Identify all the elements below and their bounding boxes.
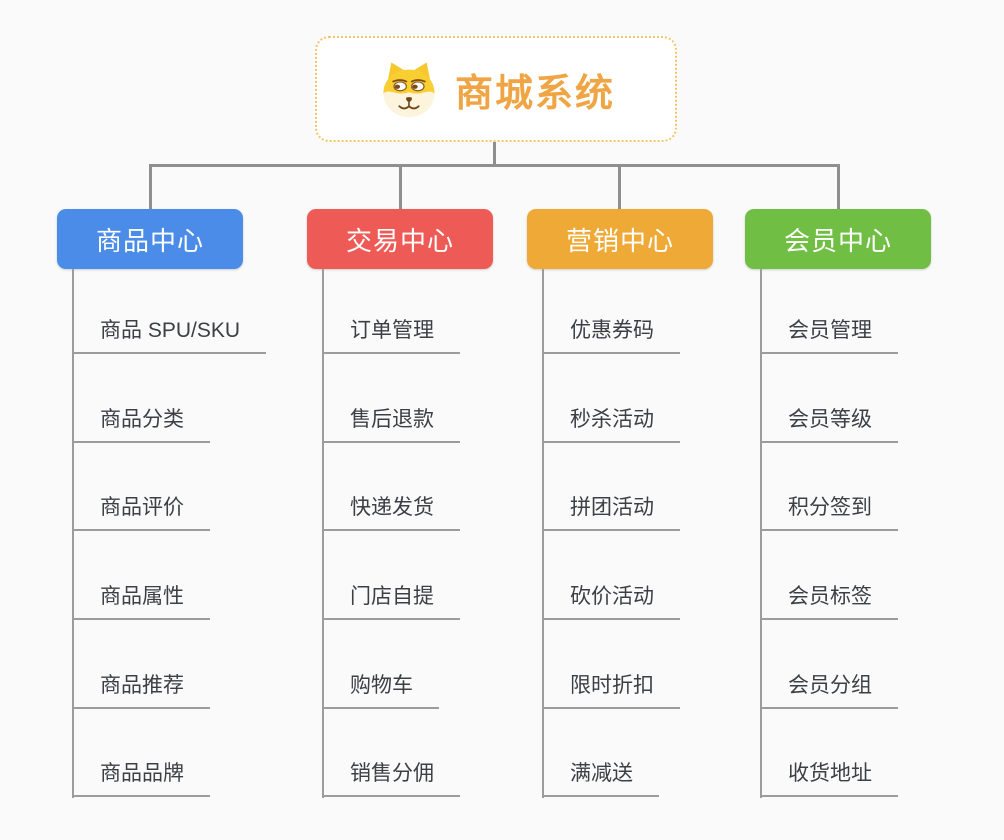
leaf-node[interactable]: 购物车	[322, 663, 439, 709]
leaf-node[interactable]: 售后退款	[322, 397, 460, 443]
branch-label: 会员中心	[783, 225, 892, 256]
branch-connector-line	[837, 164, 840, 210]
root-node-mall-system[interactable]: 商城系统	[315, 36, 677, 142]
branch-label: 商品中心	[95, 225, 204, 256]
branch-label: 交易中心	[345, 225, 454, 256]
leaf-node[interactable]: 商品品牌	[72, 751, 210, 797]
leaf-column-marketing: 优惠券码 秒杀活动 拼团活动 砍价活动 限时折扣 满减送	[542, 269, 802, 800]
branch-connector-line	[149, 164, 152, 210]
leaf-node[interactable]: 会员等级	[760, 397, 898, 443]
leaf-node[interactable]: 快递发货	[322, 485, 460, 531]
leaf-node[interactable]: 会员分组	[760, 663, 898, 709]
leaf-node[interactable]: 商品分类	[72, 397, 210, 443]
leaf-node[interactable]: 商品推荐	[72, 663, 210, 709]
leaf-node[interactable]: 会员标签	[760, 574, 898, 620]
leaf-node[interactable]: 满减送	[542, 751, 659, 797]
leaf-node[interactable]: 门店自提	[322, 574, 460, 620]
leaf-node[interactable]: 订单管理	[322, 308, 460, 354]
root-connector-line	[493, 142, 496, 167]
leaf-node[interactable]: 砍价活动	[542, 574, 680, 620]
leaf-node[interactable]: 商品评价	[72, 485, 210, 531]
leaf-node[interactable]: 拼团活动	[542, 485, 680, 531]
leaf-node[interactable]: 商品属性	[72, 574, 210, 620]
leaf-node[interactable]: 限时折扣	[542, 663, 680, 709]
branch-node-marketing-center[interactable]: 营销中心	[527, 209, 713, 269]
leaf-column-member: 会员管理 会员等级 积分签到 会员标签 会员分组 收货地址	[760, 269, 1004, 800]
branch-node-member-center[interactable]: 会员中心	[745, 209, 931, 269]
leaf-node[interactable]: 会员管理	[760, 308, 898, 354]
branch-connector-line	[618, 164, 621, 210]
root-node-title: 商城系统	[454, 72, 615, 115]
leaf-node[interactable]: 收货地址	[760, 751, 898, 797]
branch-node-product-center[interactable]: 商品中心	[57, 209, 243, 269]
branch-label: 营销中心	[565, 225, 674, 256]
leaf-node[interactable]: 积分签到	[760, 485, 898, 531]
leaf-column-trade: 订单管理 售后退款 快递发货 门店自提 购物车 销售分佣	[322, 269, 582, 800]
dog-face-icon	[383, 62, 435, 118]
column-connector-line	[72, 269, 74, 798]
column-connector-line	[322, 269, 324, 798]
leaf-node[interactable]: 秒杀活动	[542, 397, 680, 443]
branch-node-trade-center[interactable]: 交易中心	[307, 209, 493, 269]
leaf-node[interactable]: 销售分佣	[322, 751, 460, 797]
column-connector-line	[542, 269, 544, 798]
column-connector-line	[760, 269, 762, 798]
leaf-node[interactable]: 优惠券码	[542, 308, 680, 354]
trunk-connector-line	[149, 164, 840, 167]
leaf-column-product: 商品 SPU/SKU 商品分类 商品评价 商品属性 商品推荐 商品品牌	[72, 269, 332, 800]
branch-connector-line	[399, 164, 402, 210]
leaf-node[interactable]: 商品 SPU/SKU	[72, 308, 267, 354]
